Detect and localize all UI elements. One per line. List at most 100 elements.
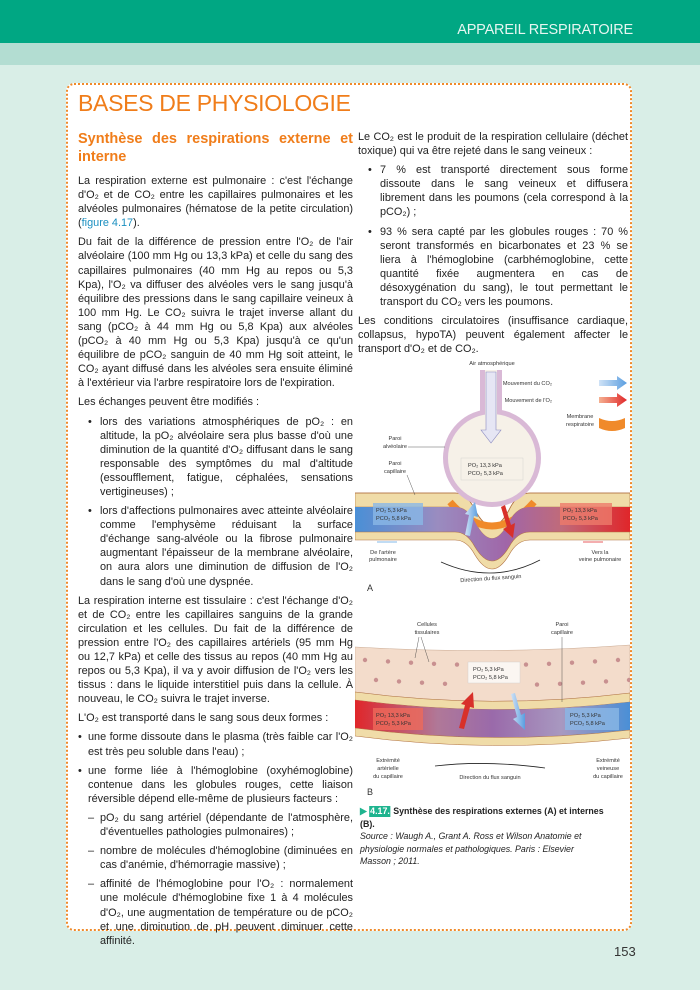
bullet-item: une forme liée à l'hémoglobine (oxyhémog… — [78, 764, 353, 806]
text: ). — [133, 217, 140, 230]
alveolar-pco2: PCO₂ 5,3 kPa — [468, 471, 504, 477]
diagram-internal-respiration: Cellules tissulaires Paroi capillaire PO… — [355, 622, 630, 797]
label-venous-end: veineuse — [597, 766, 619, 772]
label-arterial-end: du capillaire — [373, 774, 403, 780]
co2-arrow — [465, 502, 478, 536]
cell-nucleus — [626, 677, 630, 683]
label-cells: Cellules — [417, 622, 437, 628]
left-column: Synthèse des respirations externe et int… — [78, 130, 353, 953]
arterial-po2: PO₂ 13,3 kPa — [376, 713, 411, 719]
label-venous-end: du capillaire — [593, 774, 623, 780]
bullet-item: lors des variations atmosphériques de pO… — [78, 415, 353, 500]
bullet-item: une forme dissoute dans le plasma (très … — [78, 730, 353, 758]
air-arrow — [480, 371, 502, 444]
diagram-external-respiration: Air atmosphérique PO₂ 13,3 kPa PCO₂ 5,3 … — [355, 361, 630, 593]
paragraph: L'O₂ est transporté dans le sang sous de… — [78, 712, 329, 725]
label-paroi-capillaire: capillaire — [384, 469, 406, 475]
label-arterial-end: artérielle — [377, 766, 398, 772]
caption-title: Synthèse des respirations externes (A) e… — [360, 806, 604, 830]
dash-item: affinité de l'hémoglobine pour l'O₂ : no… — [78, 877, 353, 947]
cell-nucleus — [431, 661, 437, 666]
cell-nucleus — [362, 657, 368, 663]
caption-marker-icon: ▶ — [360, 806, 367, 817]
tissue-po2: PO₂ 5,3 kPa — [473, 667, 505, 673]
cell-nucleus — [546, 661, 552, 666]
legend-co2-arrow — [599, 376, 627, 390]
cell-nucleus — [454, 662, 460, 667]
arterial-pco2: PCO₂ 5,3 kPa — [376, 721, 412, 727]
paragraph: Les échanges peuvent être modifiés : — [78, 396, 260, 409]
label-cells: tissulaires — [415, 630, 440, 636]
label-air: Air atmosphérique — [469, 361, 514, 367]
paragraph: Les conditions circulatoires (insuffisan… — [358, 315, 628, 356]
capillary-wall-top — [355, 691, 630, 710]
label-paroi-alveolaire: Paroi — [388, 436, 401, 442]
alveolar-po2: PO₂ 13,3 kPa — [468, 463, 503, 469]
blood-out-pco2: PCO₂ 5,3 kPa — [563, 516, 599, 522]
section-heading: Synthèse des respirations externe et int… — [78, 131, 353, 165]
cell-nucleus — [385, 659, 391, 664]
page-title: BASES DE PHYSIOLOGIE — [78, 90, 351, 116]
cell-nucleus — [615, 657, 621, 663]
legend-membrane: respiratoire — [566, 422, 594, 428]
figure-number: 4.17. — [369, 806, 391, 817]
label-paroi: Paroi — [555, 622, 568, 628]
figure-respiration: Air atmosphérique PO₂ 13,3 kPa PCO₂ 5,3 … — [355, 361, 630, 797]
label-paroi-alveolaire: alvéolaire — [383, 444, 407, 450]
cell-nucleus — [396, 679, 402, 684]
cell-nucleus — [373, 677, 379, 683]
cell-nucleus — [603, 679, 609, 684]
legend-o2-arrow — [599, 393, 627, 407]
cell-nucleus — [419, 680, 425, 685]
cell-nucleus — [408, 660, 414, 665]
legend-membrane-swatch — [599, 418, 625, 431]
blood-flow-b — [355, 700, 630, 738]
o2-arrow — [501, 505, 515, 538]
paragraph: La respiration externe est pulmonaire : … — [78, 174, 353, 230]
right-column: Le CO₂ est le produit de la respiration … — [358, 130, 628, 361]
header-band — [0, 43, 700, 65]
caption-source: Source : Waugh A., Grant A. Ross et Wils… — [360, 831, 582, 867]
legend-membrane: Membrane — [567, 414, 594, 420]
label-paroi: capillaire — [551, 630, 573, 636]
paragraph: Du fait de la différence de pression ent… — [78, 236, 353, 390]
blood-in-po2: PO₂ 5,3 kPa — [376, 508, 408, 514]
label-to: Vers la — [591, 550, 609, 556]
flow-arrow — [434, 763, 546, 769]
label-arterial-end: Extrémité — [376, 758, 400, 764]
legend-o2: Mouvement de l'O₂ — [505, 398, 552, 404]
bullet-item: 7 % est transporté directement sous form… — [358, 163, 628, 219]
paragraph: La respiration interne est tissulaire : … — [78, 594, 353, 706]
figure-link[interactable]: figure 4.17 — [81, 217, 134, 230]
label-venous-end: Extrémité — [596, 758, 620, 764]
cell-nucleus — [569, 660, 575, 665]
label-paroi-capillaire: Paroi — [388, 461, 401, 467]
blood-out-po2: PO₂ 13,3 kPa — [563, 508, 598, 514]
figure-caption: ▶ 4.17. Synthèse des respirations extern… — [360, 806, 607, 869]
panel-label-b: B — [367, 787, 373, 797]
label-flow: Direction du flux sanguin — [460, 574, 522, 584]
capillary-wall-bottom — [355, 531, 630, 570]
chapter-header: APPAREIL RESPIRATOIRE — [0, 0, 700, 43]
co2-arrow — [511, 693, 525, 730]
bullet-item: 93 % sera capté par les globules rouges … — [358, 225, 628, 310]
flow-arrow — [440, 559, 541, 574]
paragraph: Le CO₂ est le produit de la respiration … — [358, 131, 628, 158]
cell-nucleus — [580, 680, 586, 685]
blood-in-pco2: PCO₂ 5,8 kPa — [376, 516, 412, 522]
chapter-title: APPAREIL RESPIRATOIRE — [457, 22, 633, 38]
label-from: De l'artère — [370, 550, 396, 556]
venous-pco2: PCO₂ 5,8 kPa — [570, 721, 606, 727]
bullet-item: lors d'affections pulmonaires avec attei… — [78, 504, 353, 589]
venous-po2: PO₂ 5,3 kPa — [570, 713, 602, 719]
dash-item: nombre de molécules d'hémoglobine (dimin… — [78, 844, 353, 872]
label-from: pulmonaire — [369, 557, 397, 563]
cell-nucleus — [534, 682, 540, 687]
panel-label-a: A — [367, 583, 373, 593]
capillary-wall-bottom — [355, 727, 630, 746]
cell-nucleus — [523, 662, 529, 667]
legend-co2: Mouvement du CO₂ — [503, 381, 552, 387]
text: La respiration externe est pulmonaire : … — [78, 175, 353, 230]
label-flow: Direction du flux sanguin — [459, 775, 520, 781]
cell-nucleus — [557, 681, 563, 686]
